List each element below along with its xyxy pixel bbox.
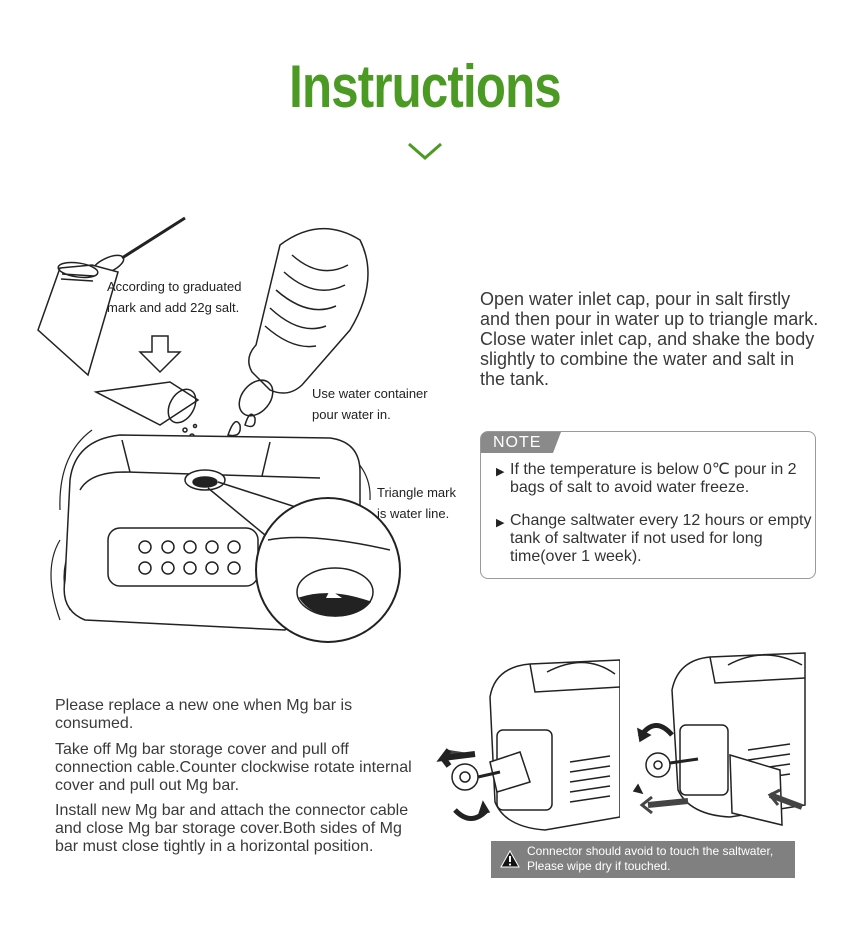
water-label-line-1: Use water container bbox=[312, 383, 428, 404]
salt-bag-icon bbox=[38, 260, 118, 375]
down-arrow-icon bbox=[140, 336, 180, 372]
note-item-text: If the temperature is below 0℃ pour in 2… bbox=[510, 461, 797, 496]
warning-banner: Connector should avoid to touch the salt… bbox=[491, 841, 795, 878]
fill-instructions: Open water inlet cap, pour in salt first… bbox=[480, 289, 820, 389]
chevron-down-icon bbox=[407, 141, 443, 161]
note-label: NOTE bbox=[493, 433, 541, 453]
salt-label-line-1: According to graduated bbox=[107, 276, 241, 297]
warning-triangle-icon bbox=[500, 850, 520, 868]
salt-water-illustration bbox=[30, 210, 460, 650]
page-title: Instructions bbox=[77, 52, 774, 121]
warning-text: Connector should avoid to touch the salt… bbox=[527, 844, 789, 874]
bullet-icon: ▶ bbox=[496, 463, 504, 481]
mg-bar-paragraph: Take off Mg bar storage cover and pull o… bbox=[55, 741, 415, 795]
note-item: ▶ Change saltwater every 12 hours or emp… bbox=[496, 512, 822, 566]
mg-bar-install-illustration bbox=[630, 645, 810, 830]
mg-bar-removal-illustration bbox=[435, 652, 620, 832]
mg-bar-paragraph: Install new Mg bar and attach the connec… bbox=[55, 802, 415, 856]
salt-label: According to graduated mark and add 22g … bbox=[107, 276, 241, 318]
note-item-text: Change saltwater every 12 hours or empty… bbox=[510, 512, 811, 565]
triangle-label-line-1: Triangle mark bbox=[377, 482, 456, 503]
triangle-label: Triangle mark is water line. bbox=[377, 482, 456, 524]
salt-label-line-2: mark and add 22g salt. bbox=[107, 297, 241, 318]
water-label-line-2: pour water in. bbox=[312, 404, 428, 425]
triangle-label-line-2: is water line. bbox=[377, 503, 456, 524]
bullet-icon: ▶ bbox=[496, 514, 504, 532]
note-item: ▶ If the temperature is below 0℃ pour in… bbox=[496, 461, 822, 497]
water-label: Use water container pour water in. bbox=[312, 383, 428, 425]
mg-bar-paragraph: Please replace a new one when Mg bar is … bbox=[55, 697, 415, 733]
